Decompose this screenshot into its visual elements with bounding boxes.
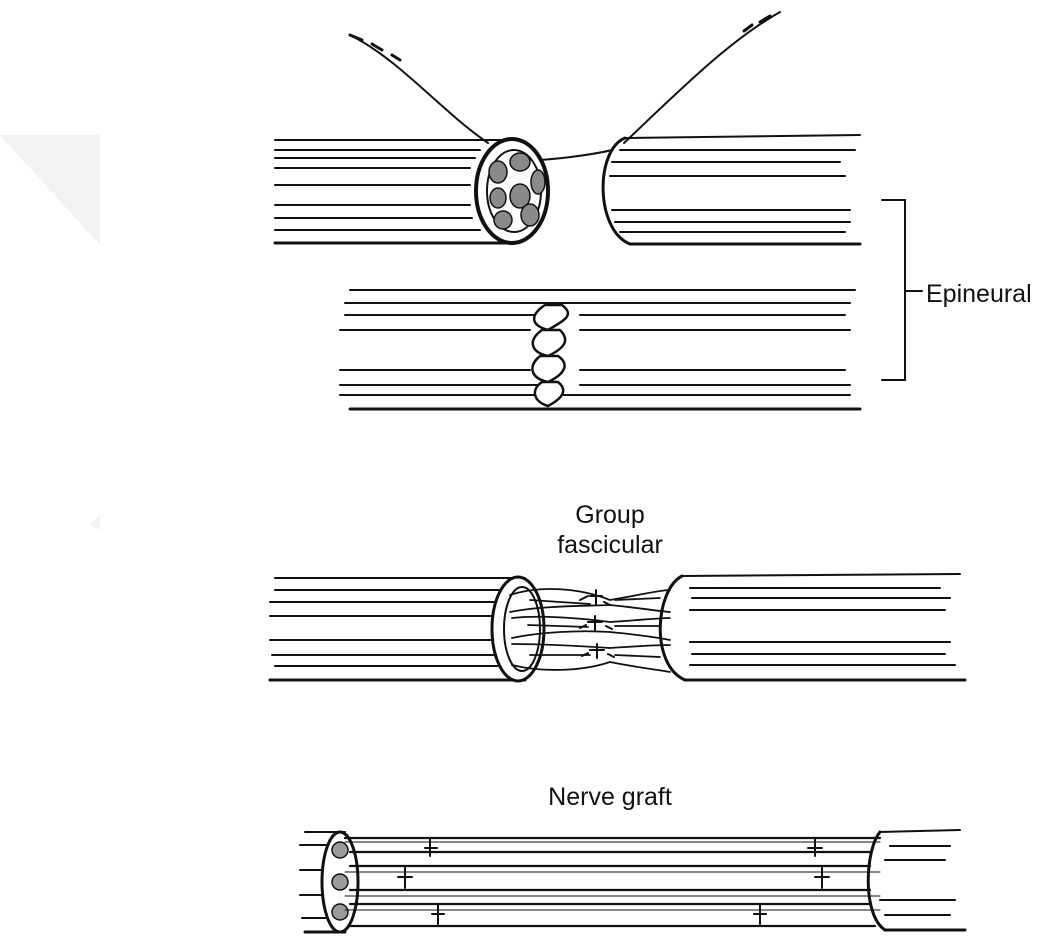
nerve-right-group — [660, 574, 965, 680]
nerve-stump-right — [603, 135, 860, 244]
group-fascicular-illustration — [270, 574, 965, 681]
epineural-open-illustration — [275, 12, 922, 409]
graft-left-fascicles — [332, 842, 348, 920]
epineural-suture-line — [532, 305, 568, 406]
needle-right — [744, 16, 770, 31]
graft-right-stump — [868, 830, 965, 930]
suture-between-ends — [540, 150, 612, 160]
needle-left — [350, 35, 400, 60]
label-group-line2: fascicular — [540, 530, 680, 560]
nerve-left-group — [270, 578, 525, 680]
label-nerve-graft: Nerve graft — [520, 782, 700, 812]
watermark-shape — [0, 135, 100, 245]
label-epineural: Epineural — [926, 279, 1032, 309]
nerve-graft-illustration — [300, 830, 965, 932]
suture-thread-right — [624, 12, 780, 143]
suture-thread-left — [350, 35, 488, 143]
epineural-bracket — [882, 200, 905, 380]
graft-cables — [345, 838, 880, 926]
watermark-shape-small — [90, 515, 100, 530]
label-group-line1: Group — [540, 500, 680, 530]
nerve-sutured-epineural — [340, 290, 860, 409]
label-group-fascicular: Group fascicular — [540, 500, 680, 560]
